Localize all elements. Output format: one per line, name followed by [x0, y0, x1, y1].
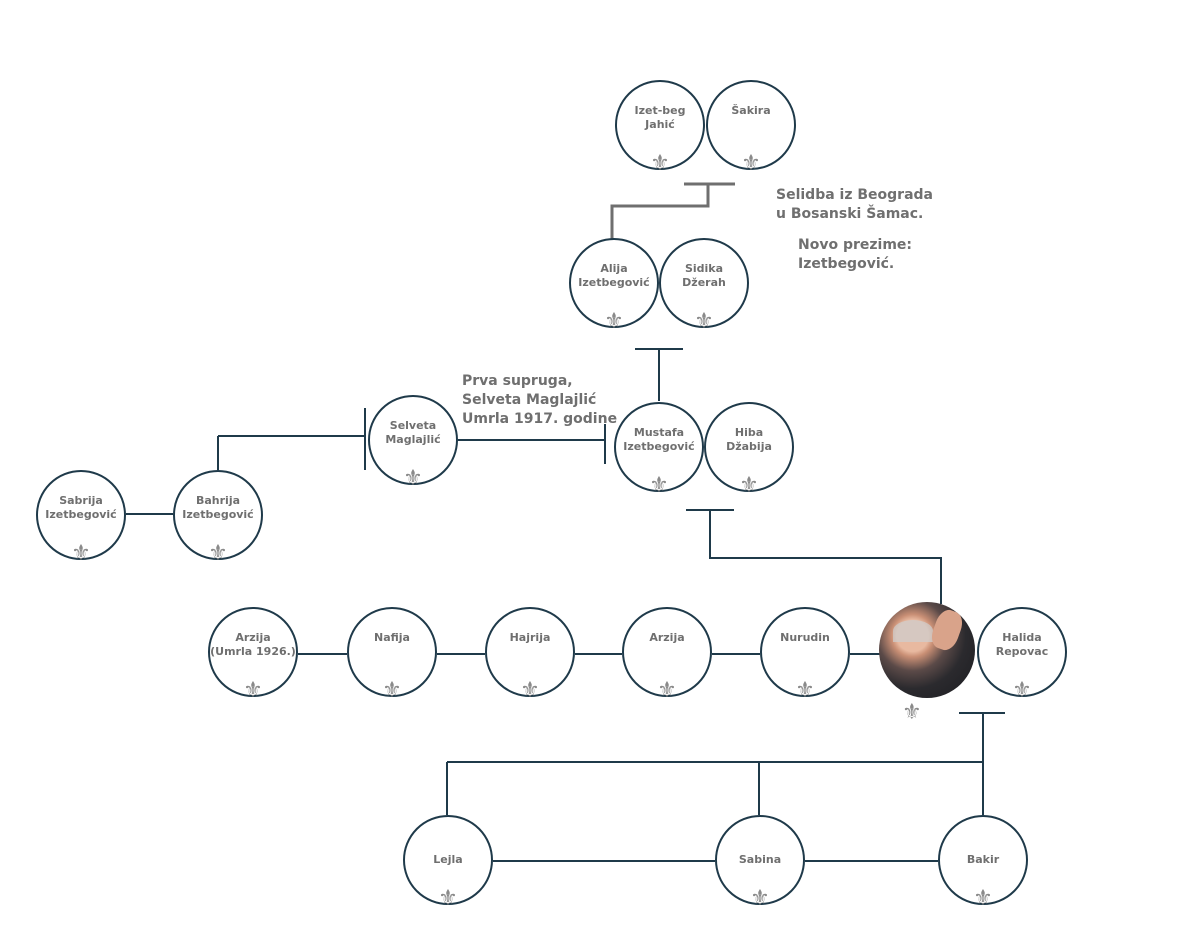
fleur-de-lis-icon: ⚜	[750, 886, 770, 911]
person-sabrija-izetbegovic[interactable]: Sabrija Izetbegović ⚜	[36, 470, 126, 566]
person-name: Hiba Džabija	[726, 426, 772, 453]
person-name: Sabina	[738, 853, 782, 866]
fleur-de-lis-icon: ⚜	[520, 678, 540, 703]
person-name: Arzija (Umrla 1926.)	[210, 631, 296, 658]
fleur-de-lis-icon: ⚜	[1012, 678, 1032, 703]
person-hajrija[interactable]: Hajrija ⚜	[485, 607, 575, 703]
fleur-de-lis-icon: ⚜	[739, 473, 759, 498]
person-sakira[interactable]: Šakira ⚜	[706, 80, 796, 176]
person-izet-beg-jahic[interactable]: Izet-beg Jahić ⚜	[615, 80, 705, 176]
person-arzija[interactable]: Arzija ⚜	[622, 607, 712, 703]
fleur-de-lis-icon: ⚜	[403, 466, 423, 491]
person-name: Sidika Džerah	[682, 262, 726, 289]
fleur-de-lis-icon: ⚜	[694, 309, 714, 334]
person-name: Bakir	[966, 853, 1000, 866]
person-sabina[interactable]: Sabina ⚜	[715, 815, 805, 911]
fleur-de-lis-icon: ⚜	[382, 678, 402, 703]
person-name: Šakira	[731, 104, 771, 117]
fleur-de-lis-icon: ⚜	[604, 309, 624, 334]
person-name: Bahrija Izetbegović	[182, 494, 254, 521]
person-name: Arzija	[649, 631, 685, 644]
note-move: Selidba iz Beograda u Bosanski Šamac.	[776, 187, 933, 222]
person-hiba-dzabija[interactable]: Hiba Džabija ⚜	[704, 402, 794, 498]
person-nurudin[interactable]: Nurudin ⚜	[760, 607, 850, 703]
person-mustafa-izetbegovic[interactable]: Mustafa Izetbegović ⚜	[614, 402, 704, 498]
fleur-de-lis-icon: ⚜	[243, 678, 263, 703]
note-first-wife: Prva supruga, Selveta Maglajlić Umrla 19…	[462, 373, 618, 427]
person-name: Nafija	[374, 631, 410, 644]
note-new-surname: Novo prezime: Izetbegović.	[798, 237, 913, 272]
person-name: Selveta Maglajlić	[385, 419, 441, 446]
fleur-de-lis-icon: ⚜	[902, 700, 922, 725]
fleur-de-lis-icon: ⚜	[208, 541, 228, 566]
person-bakir[interactable]: Bakir ⚜	[938, 815, 1028, 911]
person-name: Sabrija Izetbegović	[45, 494, 117, 521]
person-alija-izetbegovic-sr[interactable]: Alija Izetbegović ⚜	[569, 238, 659, 334]
person-name: Nurudin	[780, 631, 830, 644]
fleur-de-lis-icon: ⚜	[438, 886, 458, 911]
person-arzija-1926[interactable]: Arzija (Umrla 1926.) ⚜	[208, 607, 298, 703]
fleur-de-lis-icon: ⚜	[795, 678, 815, 703]
person-name: Mustafa Izetbegović	[623, 426, 695, 453]
person-name: Izet-beg Jahić	[634, 104, 686, 131]
fleur-de-lis-icon: ⚜	[71, 541, 91, 566]
fleur-de-lis-icon: ⚜	[973, 886, 993, 911]
fleur-de-lis-icon: ⚜	[650, 151, 670, 176]
person-lejla[interactable]: Lejla ⚜	[403, 815, 493, 911]
fleur-de-lis-icon: ⚜	[741, 151, 761, 176]
person-name: Hajrija	[509, 631, 551, 644]
person-name: Alija Izetbegović	[578, 262, 650, 289]
fleur-de-lis-icon: ⚜	[649, 473, 669, 498]
person-selveta-maglajlic[interactable]: Selveta Maglajlić ⚜	[368, 395, 458, 491]
person-halida-repovac[interactable]: Halida Repovac ⚜	[977, 607, 1067, 703]
portrait-photo[interactable]	[879, 602, 975, 698]
person-sidika-dzerah[interactable]: Sidika Džerah ⚜	[659, 238, 749, 334]
fleur-de-lis-icon: ⚜	[657, 678, 677, 703]
person-name: Lejla	[433, 853, 463, 866]
person-name: Halida Repovac	[995, 631, 1049, 658]
person-nafija[interactable]: Nafija ⚜	[347, 607, 437, 703]
person-bahrija-izetbegovic[interactable]: Bahrija Izetbegović ⚜	[173, 470, 263, 566]
